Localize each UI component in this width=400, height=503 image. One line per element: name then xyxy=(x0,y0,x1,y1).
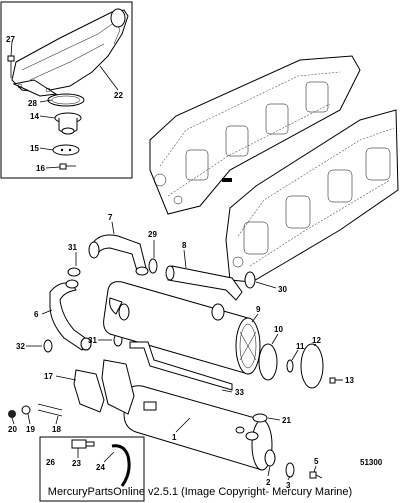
end-cap xyxy=(300,343,324,389)
callout-13: 13 xyxy=(345,376,354,385)
hose-clamp-32 xyxy=(43,339,53,353)
exhaust-manifold-left xyxy=(149,55,361,215)
hose-fitting xyxy=(71,439,95,449)
plate-screw xyxy=(59,163,76,170)
heat-exchanger xyxy=(103,281,261,375)
end-cap-screw xyxy=(329,377,342,384)
callout-30: 30 xyxy=(278,285,287,294)
drain-tube xyxy=(129,341,233,391)
end-cap-gasket xyxy=(258,343,278,381)
callout-21: 21 xyxy=(282,416,291,425)
callout-17: 17 xyxy=(44,372,53,381)
thermostat-housing xyxy=(11,8,129,97)
callout-20: 20 xyxy=(8,425,17,434)
callout-33: 33 xyxy=(235,388,244,397)
callout-26: 26 xyxy=(46,458,55,467)
callout-14: 14 xyxy=(30,112,39,121)
callout-18: 18 xyxy=(52,425,61,434)
callout-31-lower: 31 xyxy=(88,336,97,345)
callout-5: 5 xyxy=(314,457,319,466)
callout-19: 19 xyxy=(26,425,35,434)
hose-clamp-31-upper xyxy=(67,267,81,277)
callout-2: 2 xyxy=(266,478,271,487)
callout-12: 12 xyxy=(312,336,321,345)
callout-1: 1 xyxy=(172,433,177,442)
drain-washer xyxy=(264,449,276,467)
callout-28: 28 xyxy=(28,99,37,108)
hose-clamp-30 xyxy=(244,271,256,289)
thermostat xyxy=(54,112,82,135)
hose-straight xyxy=(167,265,243,301)
drain-plug xyxy=(309,471,323,479)
image-caption: MercuryPartsOnline v2.5.1 (Image Copyrig… xyxy=(47,486,353,498)
stud-washer xyxy=(21,405,31,415)
callout-7: 7 xyxy=(108,213,113,222)
callout-11: 11 xyxy=(296,342,305,351)
tank-o-ring xyxy=(252,413,268,423)
callout-9: 9 xyxy=(256,305,261,314)
callout-8: 8 xyxy=(182,241,187,250)
mounting-studs xyxy=(37,403,63,417)
callout-15: 15 xyxy=(30,144,39,153)
callout-32: 32 xyxy=(16,342,25,351)
mounting-brackets xyxy=(73,359,135,415)
callout-29: 29 xyxy=(148,230,157,239)
hose-clamp-29 xyxy=(148,258,158,274)
diagram-reference-number: 51300 xyxy=(360,458,383,467)
fuel-hose-small xyxy=(111,444,131,487)
inset-box-fitting xyxy=(39,436,145,502)
callout-10: 10 xyxy=(274,325,283,334)
callout-22: 22 xyxy=(114,91,123,100)
end-cap-o-ring xyxy=(286,359,294,373)
drain-gasket xyxy=(285,462,295,478)
callout-6: 6 xyxy=(34,310,39,319)
callout-24: 24 xyxy=(96,463,105,472)
callout-23: 23 xyxy=(72,459,81,468)
callout-3: 3 xyxy=(286,481,291,490)
callout-31-upper: 31 xyxy=(68,243,77,252)
fuel-cooler-tank xyxy=(123,385,273,471)
thermostat-plate xyxy=(52,144,80,156)
callout-27: 27 xyxy=(6,35,15,44)
callout-16: 16 xyxy=(36,164,45,173)
stud-nut xyxy=(8,410,16,418)
